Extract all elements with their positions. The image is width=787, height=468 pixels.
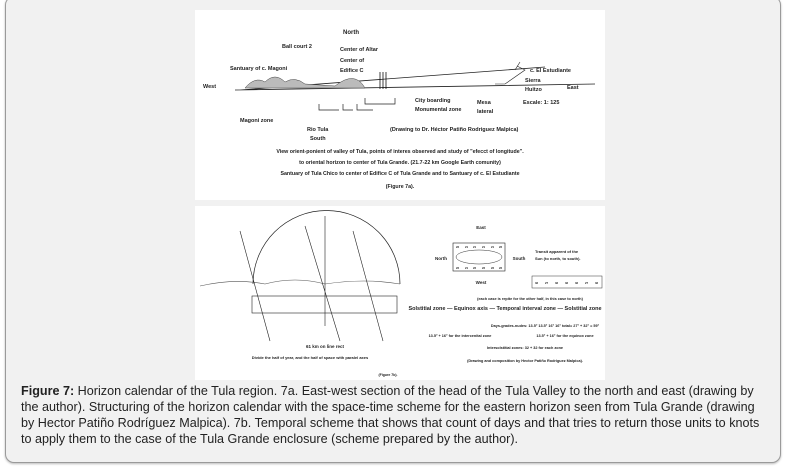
svg-text:21: 21 [473,245,477,249]
intercenital-line: 13.5° + 16° for the intercenital zone [429,334,492,338]
grid-south: South [513,256,526,261]
description-line: Santuary of Tula Chico to center of Edif… [280,171,519,177]
svg-text:22: 22 [482,266,486,270]
label-west: West [203,84,216,90]
grid-top-row: 22 21 21 21 21 22 [456,245,503,249]
label-ball-court: Ball court 2 [282,44,312,50]
svg-text:32: 32 [555,281,559,285]
svg-text:32: 32 [565,281,569,285]
label-magoni-zone: Magoni zone [240,118,273,124]
label-rio-tula: Rio Tula [307,127,329,133]
horizon-profile [199,279,401,287]
grid-west: West [476,280,487,285]
figure-caption: Figure 7: Horizon calendar of the Tula r… [21,383,771,447]
label-lateral: lateral [477,109,494,115]
label-monumental-zone: Monumental zone [415,107,461,113]
credit-7b: (Drawing and composition by Hector Patiñ… [467,359,583,363]
label-huitzo: Huitzo [525,87,542,93]
parallel-axes [239,216,384,342]
caption-label: Figure 7: [21,384,75,398]
description-line: View orient-ponient of valley of Tula, p… [276,149,524,155]
figure-7b-label: (Figure 7b). [378,373,397,377]
svg-text:22: 22 [456,266,460,270]
label-center-altar: Center of Altar [340,47,379,53]
grid-north: North [435,256,447,261]
label-south: South [310,136,326,142]
calendar-strip [251,295,398,314]
note-each-case: (each case is repite for the other half,… [477,297,583,301]
svg-text:22: 22 [499,266,503,270]
caption-text: Horizon calendar of the Tula region. 7a.… [21,384,760,446]
label-edifice-c: Edifice C [340,68,364,74]
days-strip-cells: 32 27 32 32 32 27 32 [535,281,599,285]
sierra-shape [495,61,526,85]
grid-east: East [476,225,486,230]
figure-7a-image: North Ball court 2 Center of Altar Cente… [195,10,605,200]
label-drawing-credit: (Drawing to Dr. Héctor Patiño Rodriguez … [390,127,519,133]
label-east: East [567,85,579,91]
transit-line-2: Sun (to north, to south). [535,256,581,261]
svg-text:22: 22 [499,245,503,249]
svg-text:22: 22 [456,245,460,249]
days-strip [531,275,603,289]
label-sierra: Sierra [525,78,542,84]
svg-text:32: 32 [595,281,599,285]
label-city-boarding: City boarding [415,98,450,104]
svg-text:21: 21 [465,266,469,270]
label-escale: Escale: 1: 125 [523,100,559,106]
svg-text:27: 27 [585,281,589,285]
transit-line-1: Transit apparent of the [535,249,579,254]
svg-text:32: 32 [575,281,579,285]
label-el-estudiante: c. El Estudiante [530,68,571,74]
label-divide-note: Divide the half of year, and the half of… [252,355,369,360]
label-distance: 61 km on line rect [306,344,345,349]
sun-grid [452,242,506,272]
zone-brackets [318,98,396,111]
svg-text:22: 22 [491,266,495,270]
label-mesa: Mesa [477,100,492,106]
label-center-edifice: Center of [340,58,364,64]
mountains [244,76,366,89]
svg-text:22: 22 [473,266,477,270]
figure-7a-label: (Figure 7a). [386,184,415,190]
svg-text:21: 21 [491,245,495,249]
svg-text:32: 32 [535,281,539,285]
svg-text:21: 21 [482,245,486,249]
sun-path-ellipse [455,249,503,265]
figure-7b-image: 61 km on line rect Divide the half of ye… [195,206,605,380]
svg-text:21: 21 [465,245,469,249]
edifice-marker [379,72,387,89]
intersolstitial-line: Intersolstitial zones: 32 + 32 for each … [487,346,563,350]
days-line: Days-grades-nudes: 13.5° 13.5° 16° 16° t… [491,324,600,328]
grid-bottom-row: 22 21 22 22 22 22 [456,266,503,270]
sky-arc [252,210,401,285]
svg-text:27: 27 [545,281,549,285]
description-line: to oriental horizon to center of Tula Gr… [299,160,501,166]
zones-line: Solstitial zone — Equinox axis — Tempora… [408,306,602,312]
label-north: North [343,30,359,36]
label-santuary-magoni: Santuary of c. Magoni [230,66,288,72]
equinox-line: 13.5° + 16° for the equinox zone [536,334,593,338]
